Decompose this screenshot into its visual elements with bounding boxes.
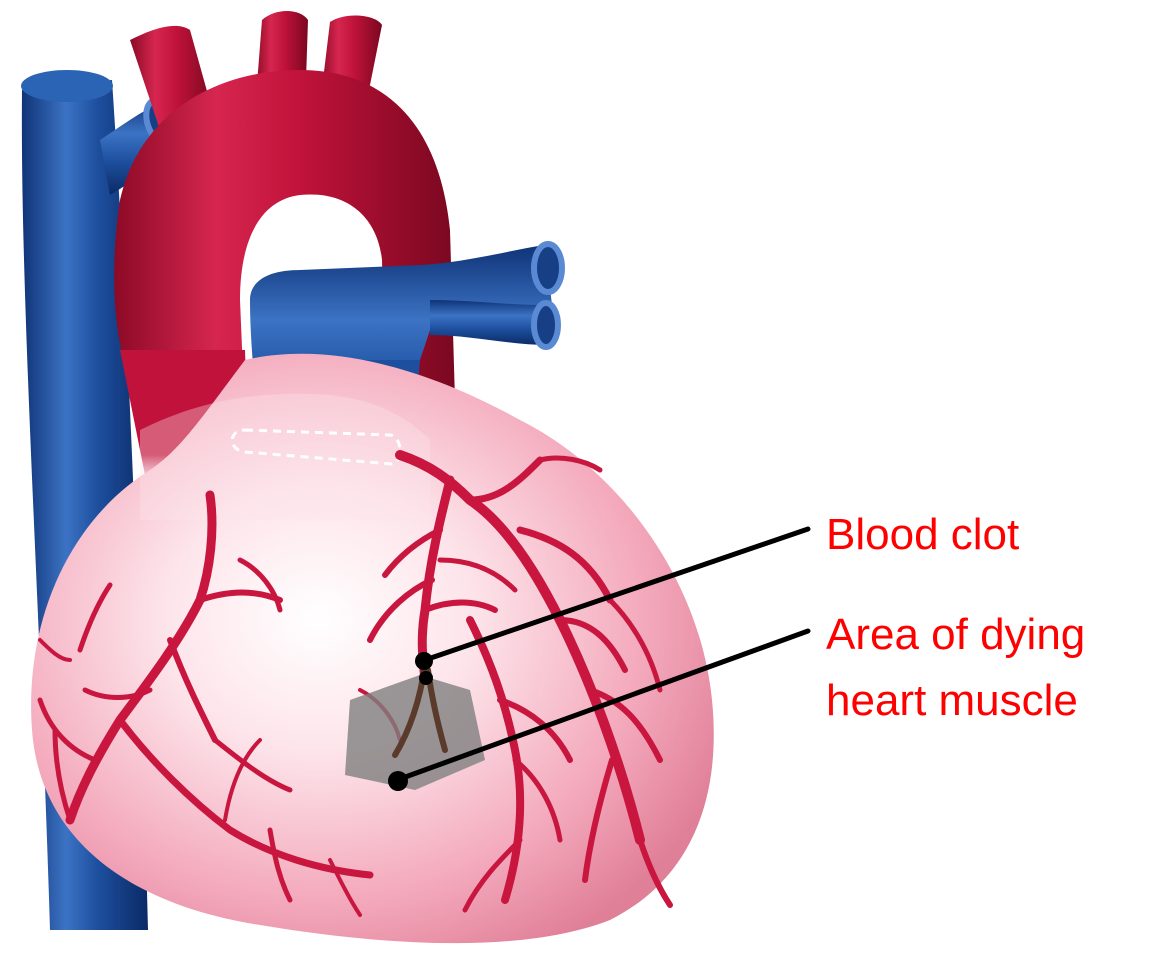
dying-area-label-line1: Area of dying: [826, 610, 1085, 660]
dying-area-label-line2: heart muscle: [826, 676, 1078, 726]
dying-area-point: [388, 771, 408, 791]
clot-knot: [419, 671, 433, 685]
blood-clot-point: [415, 652, 433, 670]
blood-clot-label: Blood clot: [826, 510, 1019, 560]
